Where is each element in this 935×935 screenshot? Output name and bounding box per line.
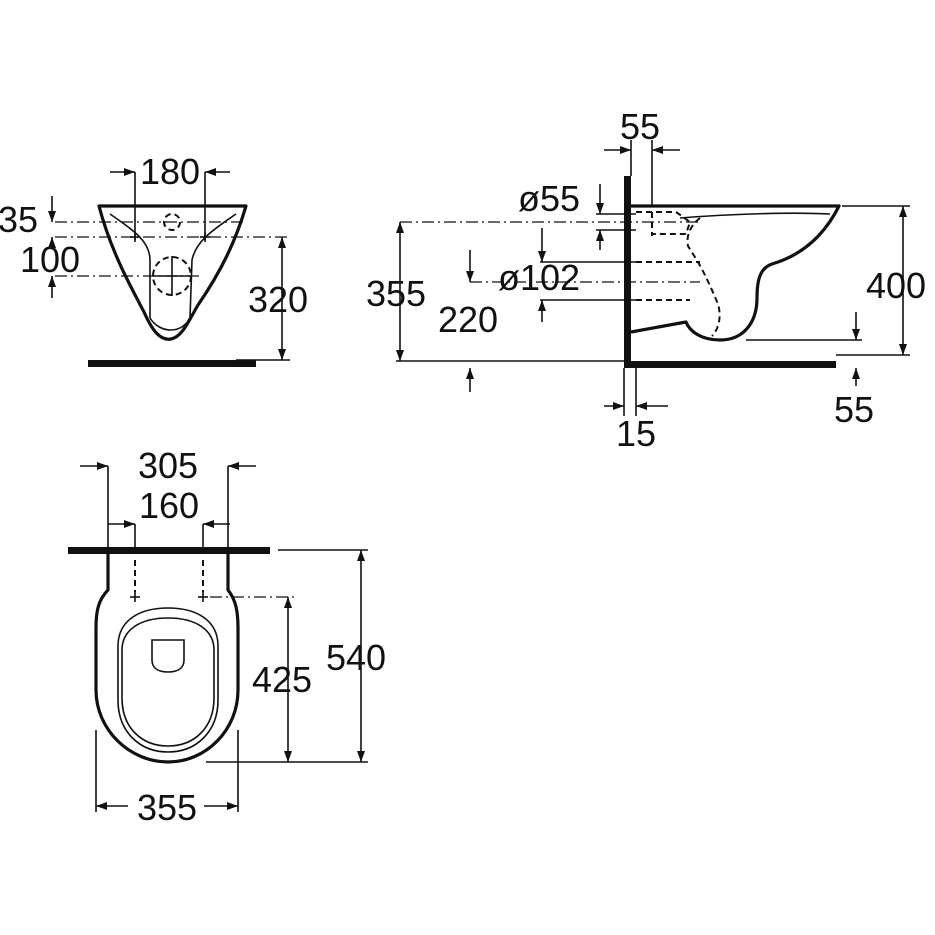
side-dim-55-bottom: 55 [834,389,874,430]
front-dim-100: 100 [20,239,80,280]
top-flush-hole [151,639,185,673]
side-dim-220: 220 [438,299,498,340]
side-outlet-hidden [636,261,700,301]
front-floor-line [88,360,256,367]
side-floor [624,361,836,368]
top-wall-line [68,547,270,554]
side-dim-400: 400 [866,265,926,306]
top-dim-425: 425 [252,659,312,700]
top-dim-540: 540 [326,637,386,678]
top-seat-inner [121,617,215,747]
side-wall [624,176,631,368]
top-view: 305 160 425 540 355 [68,445,386,828]
side-dim-inlet-diameter: ø55 [518,178,580,219]
top-seat-outer [117,607,219,753]
top-dim-305: 305 [138,445,198,486]
side-dim-355: 355 [366,273,426,314]
top-dim-160: 160 [139,485,199,526]
side-view: 55 ø55 ø102 355 220 400 [366,106,926,454]
side-inlet-hidden [636,211,692,235]
top-bowl-outline [94,554,240,764]
side-bowl-outline [630,204,841,342]
top-dim-355: 355 [137,787,197,828]
top-fixing-left [130,592,140,602]
front-bowl-base [149,317,191,331]
side-rim-inner [679,212,831,219]
side-dim-55-top: 55 [620,106,660,147]
front-view: 180 35 100 320 [0,151,308,367]
front-dim-35: 35 [0,199,38,240]
side-dim-15: 15 [616,413,656,454]
side-trap-hidden [686,217,721,337]
side-dim-outlet-diameter: ø102 [498,257,580,298]
front-dim-320: 320 [248,279,308,320]
front-dim-180: 180 [140,151,200,192]
front-inlet-circle [163,213,181,231]
top-fixing-right [198,592,208,602]
